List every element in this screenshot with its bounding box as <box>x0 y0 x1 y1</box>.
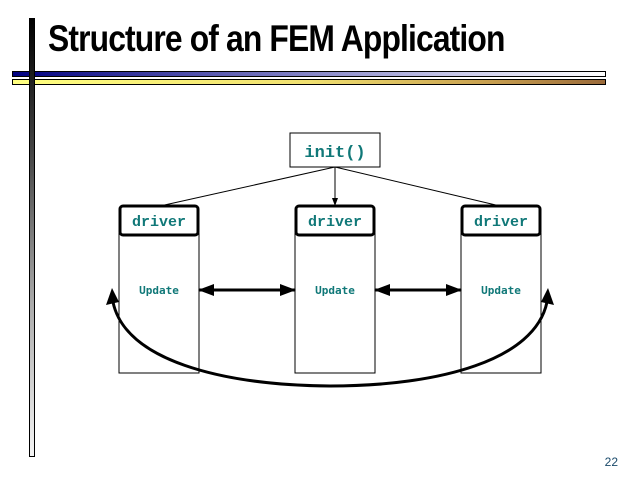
update-label-3: Update <box>481 284 521 297</box>
driver-header-1 <box>118 204 200 237</box>
update-label-1: Update <box>139 284 179 297</box>
driver-node-1: driver Update <box>118 204 200 374</box>
driver-body-3 <box>460 232 542 374</box>
edge-init-driver-3 <box>334 166 501 207</box>
decorative-blue-bar <box>12 71 606 77</box>
page-number: 22 <box>604 455 618 469</box>
driver-header-2 <box>294 204 376 237</box>
init-node: init() <box>289 132 381 168</box>
driver-label-3: driver <box>474 214 528 231</box>
driver-label-2: driver <box>308 214 362 231</box>
init-label: init() <box>304 144 365 163</box>
init-box <box>289 132 381 168</box>
driver-label-1: driver <box>132 214 186 231</box>
curve-arrowhead-left <box>106 288 119 305</box>
driver-node-2: driver Update <box>294 204 376 374</box>
driver-node-3: driver Update <box>460 204 542 374</box>
update-label-2: Update <box>315 284 355 297</box>
driver-header-3 <box>460 204 542 237</box>
driver-body-2 <box>294 232 376 374</box>
decorative-gold-bar <box>12 79 606 85</box>
edge-update-1-3-curve <box>111 301 549 388</box>
driver-body-1 <box>118 232 200 374</box>
slide-title: Structure of an FEM Application <box>48 18 505 59</box>
decorative-vertical-bar <box>29 18 35 457</box>
edge-init-driver-1 <box>159 166 336 207</box>
curve-arrowhead-right <box>541 288 554 305</box>
